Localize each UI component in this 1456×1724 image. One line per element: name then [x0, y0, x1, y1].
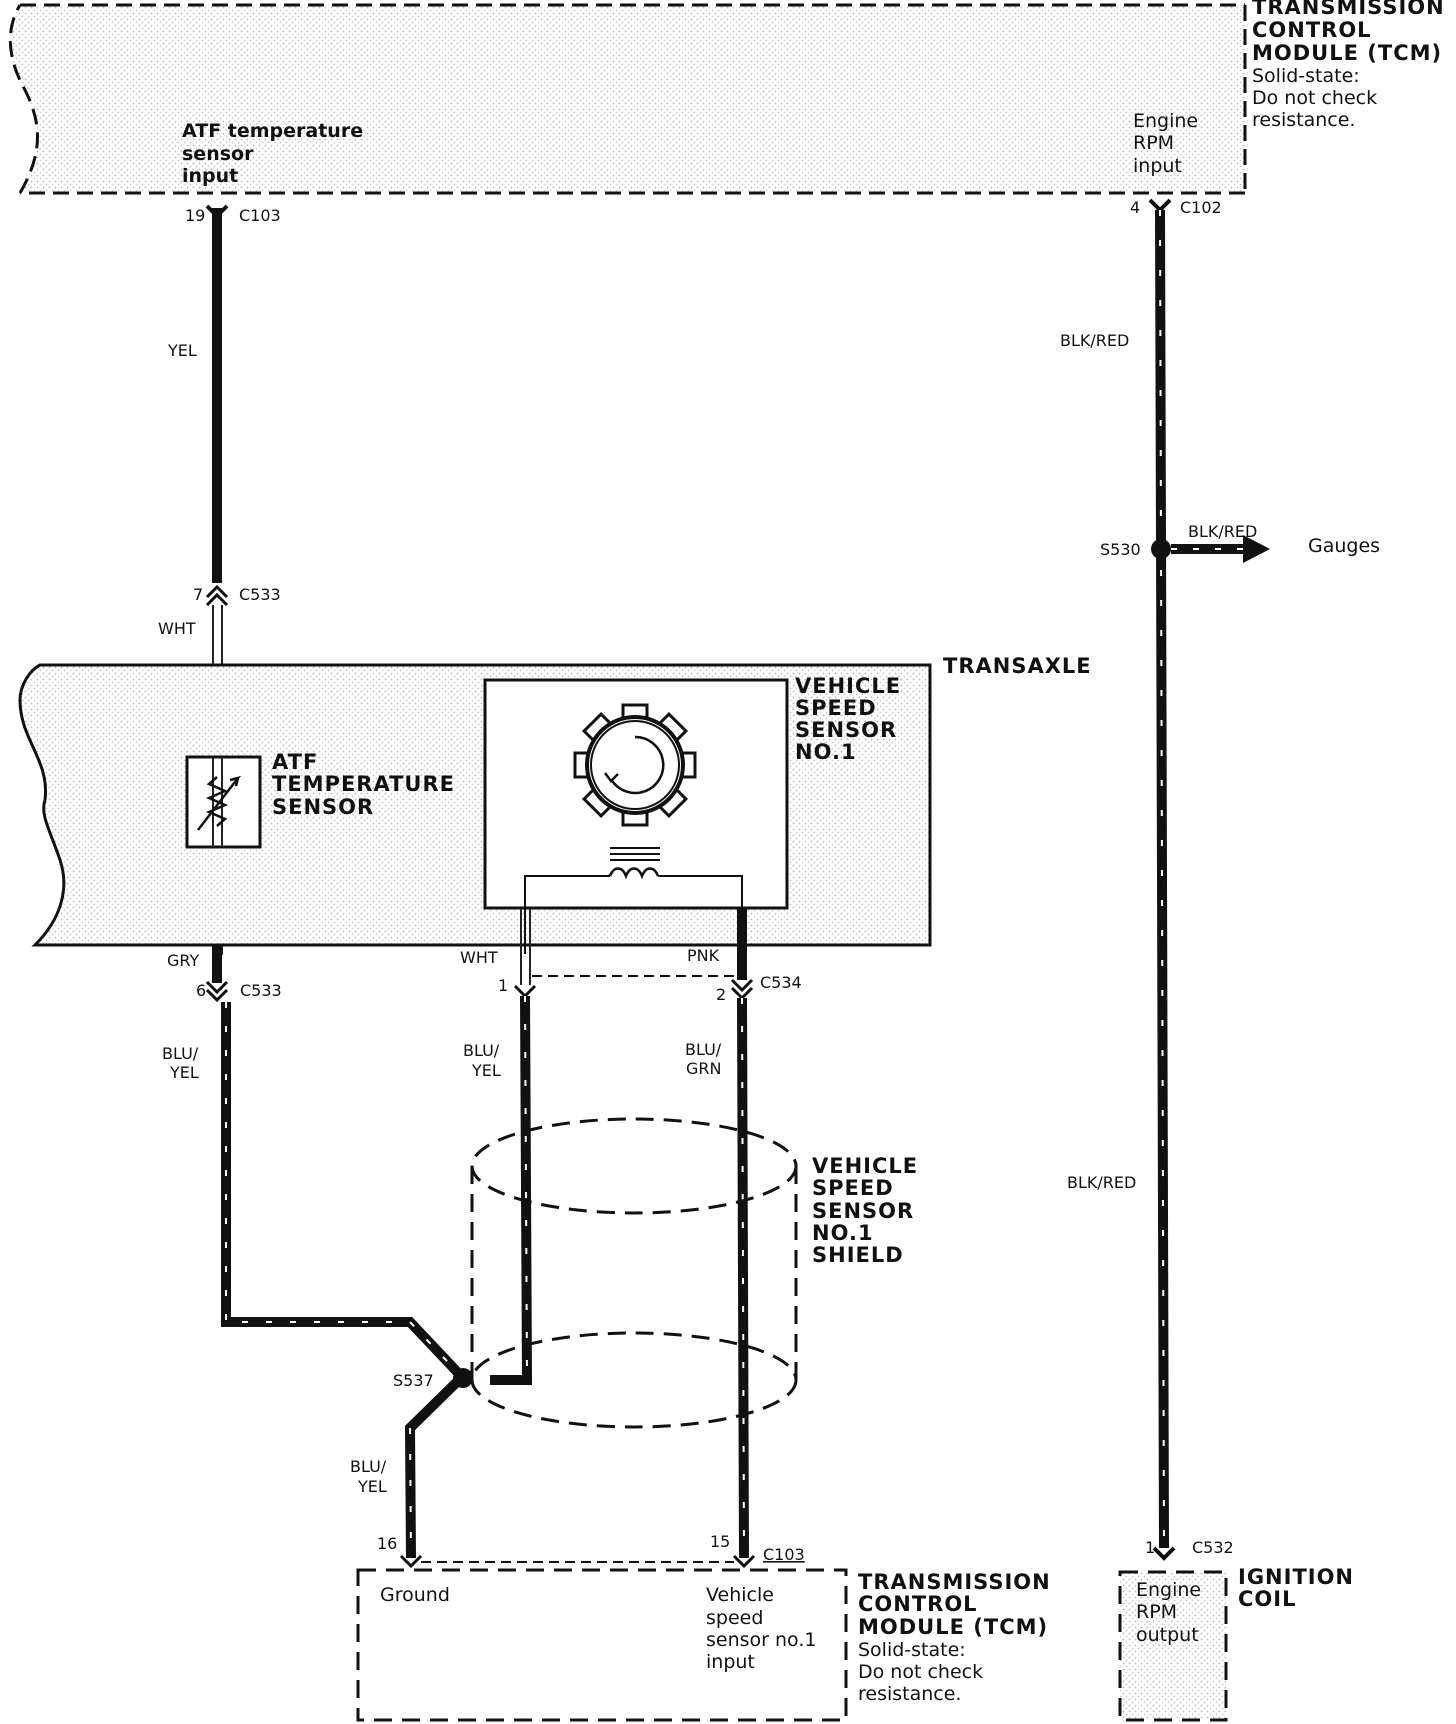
pin-4: 4: [1130, 198, 1140, 217]
vss-input-label: Vehicle speed sensor no.1 input: [706, 1584, 823, 1673]
wire-label-blu-grn: BLU/ GRN: [685, 1040, 726, 1078]
connector-c532-pin1: [1152, 1546, 1176, 1561]
tcm-bottom-title: TRANSMISSION CONTROL MODULE (TCM): [858, 1570, 1059, 1639]
pin-6: 6: [196, 981, 206, 1000]
ground-label: Ground: [380, 1584, 450, 1606]
connector-c103-top: C103: [239, 206, 281, 225]
pin-19: 19: [185, 206, 205, 225]
wire-label-yel: YEL: [167, 341, 197, 360]
tcm-top-note: Solid-state: Do not check resistance.: [1252, 65, 1383, 131]
connector-c103-bottom: C103: [763, 1545, 805, 1564]
connector-c532: C532: [1192, 1538, 1234, 1557]
connector-c103-pin15: [732, 1554, 756, 1569]
connector-c534-pin1: [513, 984, 537, 999]
connector-c103-pin16: [399, 1554, 423, 1569]
wire-label-pnk: PNK: [687, 946, 720, 965]
wire-label-wht-upper: WHT: [158, 619, 196, 638]
engine-rpm-output-label: Engine RPM output: [1136, 1579, 1207, 1646]
thermistor-icon: [197, 775, 242, 831]
vss-shield-label: VEHICLE SPEED SENSOR NO.1 SHIELD: [812, 1154, 926, 1267]
wire-stripe: [225, 1002, 463, 1378]
wire-label-wht-vss: WHT: [460, 948, 498, 967]
connector-c102: C102: [1180, 198, 1222, 217]
pin-16: 16: [377, 1534, 397, 1553]
wire-label-blu-yel-left: BLU/ YEL: [162, 1044, 203, 1082]
wire-blu-yel-lower: [404, 1373, 466, 1559]
wire-label-blu-yel-mid: BLU/ YEL: [463, 1041, 504, 1080]
wire-label-blk-red-branch: BLK/RED: [1188, 522, 1257, 541]
connector-c533-pin6: [205, 980, 229, 1003]
ignition-coil-label: IGNITION COIL: [1238, 1565, 1362, 1611]
pin-15: 15: [710, 1532, 730, 1551]
wire-blu-yel-left: [221, 1002, 466, 1381]
wire-blu-yel-mid: [490, 995, 533, 1385]
pin-7: 7: [193, 585, 203, 604]
connector-c534: C534: [760, 973, 802, 992]
pin-1: 1: [498, 976, 508, 995]
splice-s530-label: S530: [1100, 540, 1141, 559]
reluctor-wheel-icon: [573, 703, 697, 827]
wire-stripe: [409, 1427, 412, 1559]
atf-temperature-sensor-label: ATF TEMPERATURE SENSOR: [272, 750, 463, 819]
splice-s530: [1151, 539, 1171, 559]
wire-label-blk-red-upper: BLK/RED: [1060, 331, 1129, 350]
splice-s537-label: S537: [393, 1371, 434, 1390]
pin-2: 2: [716, 985, 726, 1004]
tcm-top-module: [8, 3, 1247, 195]
ignition-coil: [1118, 1570, 1228, 1722]
arrow-icon: [1243, 535, 1270, 563]
wire-stripe: [1159, 209, 1165, 1549]
transaxle-housing: [18, 663, 932, 947]
wire-blk-red: [1155, 209, 1169, 1549]
connector-c534-pin2: [730, 978, 754, 1001]
tcm-bottom-note: Solid-state: Do not check resistance.: [858, 1639, 989, 1705]
tcm-bottom-module: [356, 1568, 848, 1722]
transaxle-label: TRANSAXLE: [943, 654, 1092, 678]
atf-sensor-input-label: ATF temperature sensor input: [182, 120, 370, 187]
wire-label-blu-yel-lower: BLU/ YEL: [350, 1457, 391, 1496]
wire-label-blk-red-lower: BLK/RED: [1067, 1173, 1136, 1192]
connector-c103-pin19: [205, 204, 229, 219]
atf-temperature-sensor: [185, 755, 262, 849]
connector-c533-upper: C533: [239, 585, 281, 604]
connector-c102-pin4: [1148, 198, 1172, 213]
wire-label-gry: GRY: [167, 951, 199, 970]
connector-c533-lower: C533: [240, 981, 282, 1000]
connector-c533-pin7: [205, 584, 229, 607]
vehicle-speed-sensor-label: VEHICLE SPEED SENSOR NO.1: [795, 674, 909, 764]
tcm-top-title: TRANSMISSION CONTROL MODULE (TCM): [1252, 0, 1453, 65]
gauges-label: Gauges: [1308, 535, 1380, 557]
wire-stripe: [741, 997, 745, 1559]
engine-rpm-input-label: Engine RPM input: [1133, 110, 1204, 177]
pin-1-c532: 1: [1145, 1538, 1155, 1557]
